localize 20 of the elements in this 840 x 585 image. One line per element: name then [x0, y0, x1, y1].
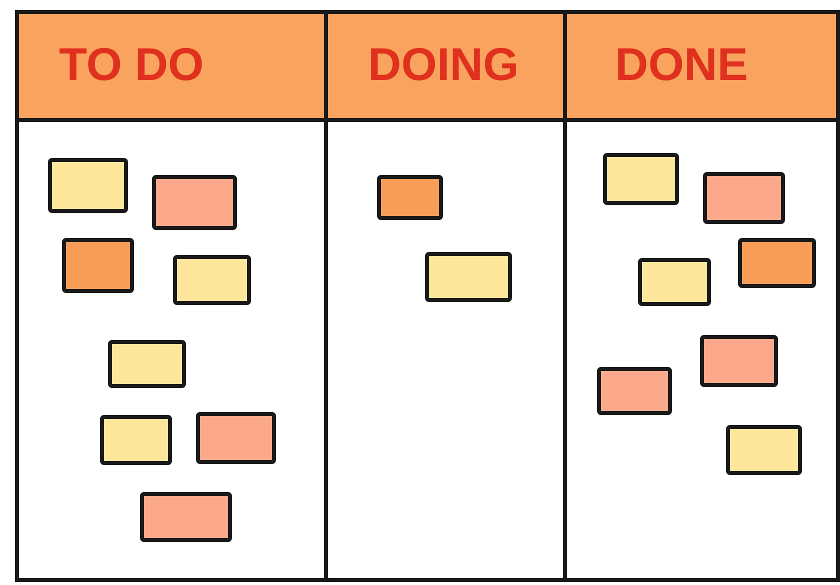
column-title: DOING — [368, 37, 519, 92]
sticky-note — [597, 367, 672, 415]
sticky-note — [377, 175, 443, 220]
sticky-note — [700, 335, 778, 387]
column-title: TO DO — [59, 37, 204, 92]
sticky-note — [173, 255, 251, 305]
sticky-note — [603, 153, 679, 205]
sticky-note — [196, 412, 276, 464]
column-title: DONE — [615, 37, 748, 92]
sticky-note — [48, 158, 128, 213]
sticky-note — [726, 425, 802, 475]
sticky-note — [638, 258, 711, 306]
sticky-note — [140, 492, 232, 542]
sticky-note — [100, 415, 172, 465]
sticky-note — [62, 238, 134, 293]
sticky-note — [108, 340, 186, 388]
sticky-note — [703, 172, 785, 224]
sticky-note — [738, 238, 816, 288]
sticky-note — [152, 175, 237, 230]
sticky-note — [425, 252, 512, 302]
